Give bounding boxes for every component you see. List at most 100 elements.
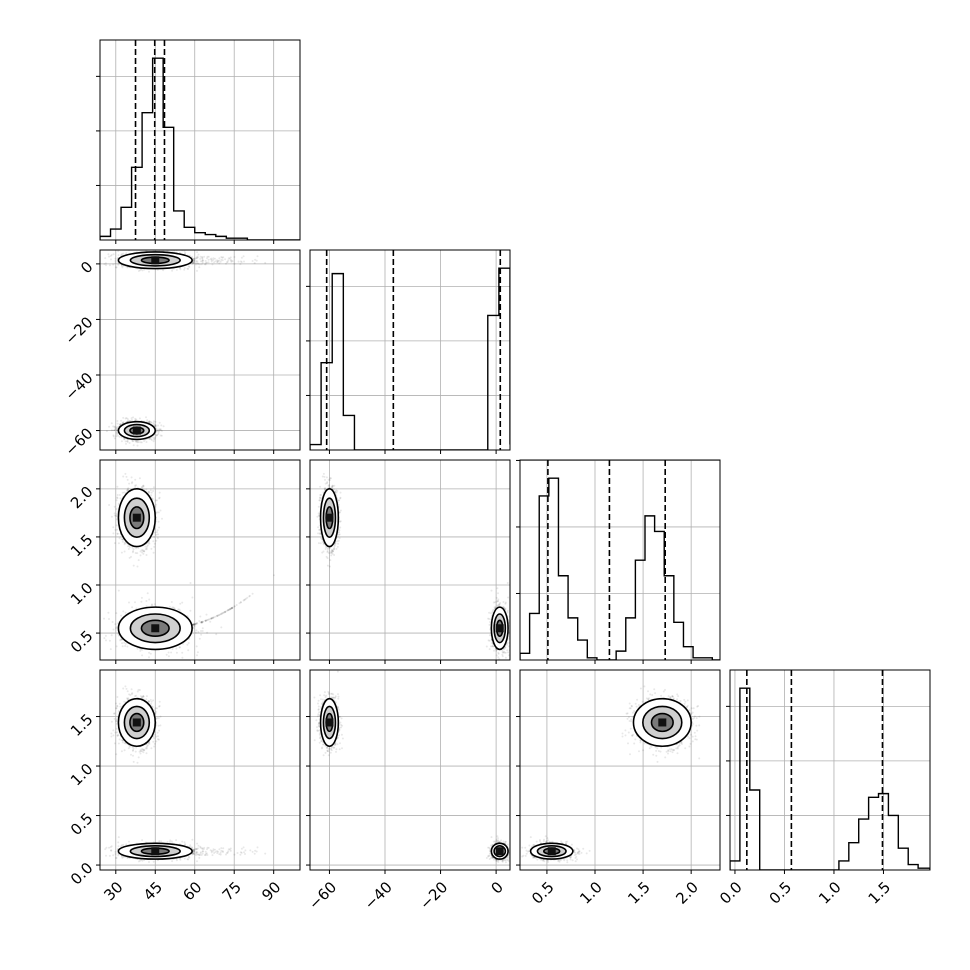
sample-point: [137, 441, 140, 443]
sample-point: [136, 444, 139, 447]
sample-point: [134, 484, 136, 487]
sample-point: [138, 477, 141, 480]
sample-point: [197, 253, 200, 256]
sample-point: [116, 496, 119, 499]
sample-point: [153, 423, 155, 426]
sample-point: [224, 610, 227, 613]
sample-point: [150, 547, 153, 550]
sample-point: [162, 425, 165, 428]
sample-point: [319, 532, 322, 535]
sample-point: [120, 254, 123, 257]
sample-point: [339, 520, 342, 523]
sample-point: [226, 260, 229, 263]
sample-point: [159, 429, 162, 432]
sample-point: [197, 631, 200, 633]
sample-point: [109, 648, 112, 651]
sample-point: [132, 550, 135, 553]
sample-point: [219, 260, 222, 263]
sample-point: [142, 552, 145, 555]
sample-point: [193, 260, 196, 263]
sample-point: [201, 261, 204, 264]
sample-point: [157, 533, 159, 536]
sample-point: [216, 259, 218, 262]
sample-point: [230, 260, 233, 263]
sample-point: [141, 269, 144, 272]
sample-point: [136, 440, 139, 443]
sample-point: [116, 485, 119, 488]
sample-point: [233, 262, 236, 265]
sample-point: [151, 497, 154, 500]
density-peak: [132, 426, 141, 435]
sample-point: [195, 629, 198, 632]
sample-point: [148, 420, 151, 423]
sample-point: [330, 551, 333, 554]
sample-point: [121, 491, 124, 494]
sample-point: [339, 509, 342, 512]
sample-point: [131, 481, 134, 484]
sample-point: [116, 532, 119, 535]
sample-point: [318, 499, 321, 502]
sample-point: [237, 260, 240, 263]
sample-point: [126, 478, 129, 481]
sample-point: [121, 642, 124, 645]
sample-point: [122, 416, 125, 419]
sample-point: [222, 611, 225, 614]
sample-point: [112, 253, 115, 256]
sample-point: [113, 426, 116, 429]
sample-point: [152, 420, 155, 423]
sample-point: [204, 619, 207, 622]
sample-point: [210, 259, 213, 262]
sample-point: [328, 547, 331, 550]
sample-point: [147, 490, 150, 493]
sample-point: [137, 559, 140, 562]
sample-point: [159, 509, 162, 512]
sample-point: [149, 421, 152, 424]
sample-point: [209, 620, 212, 623]
hist-panel-1: [306, 249, 511, 454]
sample-point: [240, 256, 243, 259]
sample-point: [108, 264, 111, 267]
sample-point: [321, 540, 324, 543]
sample-point: [113, 428, 116, 431]
sample-point: [114, 262, 117, 265]
sample-point: [127, 548, 130, 550]
sample-point: [153, 542, 156, 545]
sample-point: [119, 423, 122, 426]
sample-point: [212, 616, 214, 619]
sample-point: [156, 529, 159, 532]
sample-point: [221, 612, 223, 615]
sample-point: [140, 549, 143, 552]
sample-point: [128, 442, 131, 444]
sample-point: [196, 651, 199, 654]
sample-point: [201, 260, 204, 263]
sample-point: [199, 255, 202, 258]
sample-point: [117, 542, 120, 545]
sample-point: [156, 434, 159, 437]
hist-panel-0: [96, 39, 301, 244]
sample-point: [256, 255, 259, 258]
sample-point: [228, 257, 231, 260]
sample-point: [222, 256, 225, 259]
sample-point: [246, 596, 249, 599]
sample-point: [217, 614, 220, 617]
sample-point: [200, 633, 203, 636]
sample-point: [117, 502, 120, 505]
sample-point: [156, 430, 159, 432]
sample-point: [233, 605, 236, 608]
sample-point: [175, 647, 178, 650]
sample-point: [335, 489, 338, 492]
sample-point: [230, 259, 233, 262]
sample-point: [206, 255, 209, 258]
sample-point: [199, 621, 202, 624]
scatter-panel-2-1: [306, 459, 511, 664]
sample-point: [239, 601, 242, 604]
sample-point: [326, 557, 329, 560]
sample-point: [128, 482, 131, 485]
sample-point: [112, 526, 115, 529]
sample-point: [137, 547, 140, 549]
sample-point: [130, 476, 133, 479]
sample-point: [205, 619, 208, 622]
sample-point: [148, 491, 151, 494]
sample-point: [216, 614, 219, 617]
sample-point: [332, 550, 335, 552]
